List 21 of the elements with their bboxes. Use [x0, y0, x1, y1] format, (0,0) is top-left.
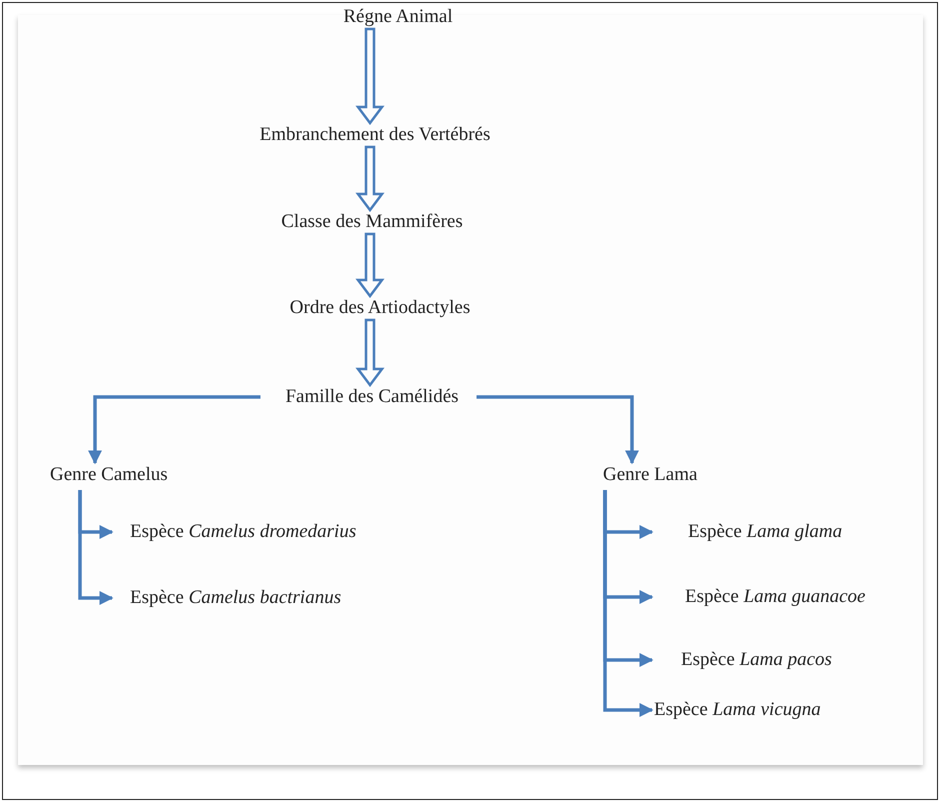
taxon-label: Espèce Lama pacos [652, 648, 832, 672]
arrow [88, 395, 260, 464]
taxon-label: Espèce Lama vicugna [652, 698, 821, 722]
taxon-label: Classe des Mammifères [281, 210, 463, 234]
taxon-label: Ordre des Artiodactyles [290, 296, 470, 320]
taxon-label: Régne Animal [343, 5, 453, 29]
arrow [356, 318, 384, 388]
taxon-label: Famille des Camélidés [285, 385, 459, 409]
taxon-label: Embranchement des Vertébrés [260, 123, 490, 147]
arrow [476, 395, 639, 464]
taxon-label: Genre Camelus [50, 463, 168, 487]
taxon-label: Espèce Camelus dromedarius [112, 520, 356, 544]
taxon-label: Espèce Lama glama [652, 520, 842, 544]
taxon-label: Espèce Camelus bactrianus [112, 586, 342, 610]
arrow [78, 490, 114, 605]
taxon-label: Genre Lama [603, 463, 698, 487]
arrow [356, 28, 384, 126]
arrow [356, 232, 384, 298]
arrow [603, 490, 654, 717]
taxon-label: Espèce Lama guanacoe [652, 585, 866, 609]
arrow [356, 146, 384, 212]
